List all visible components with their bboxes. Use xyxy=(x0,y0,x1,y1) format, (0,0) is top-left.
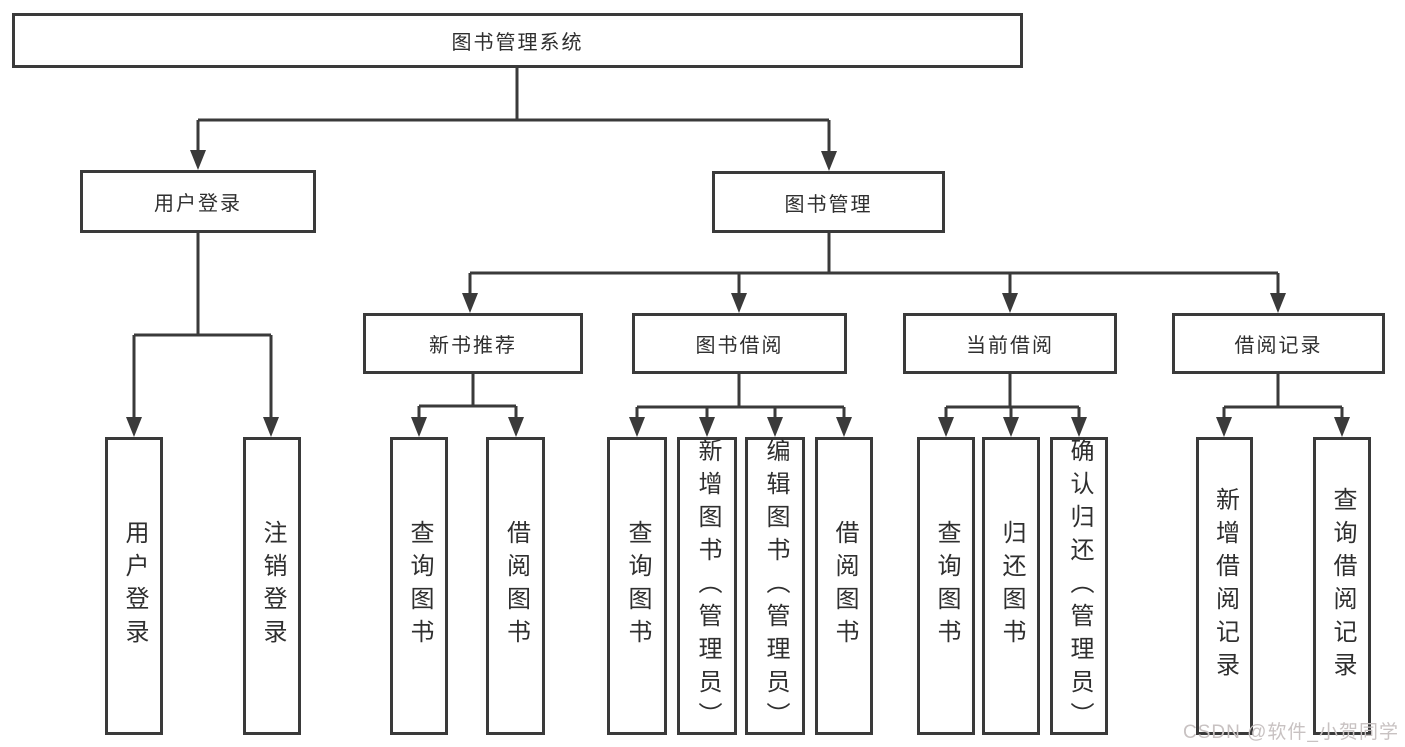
node-current-borrowing-label: 当前借阅 xyxy=(966,335,1054,357)
leaf-query-books-current: 查询图书 xyxy=(917,437,975,735)
leaf-borrow-books: 借阅图书 xyxy=(815,437,873,735)
node-book-borrowing-label: 图书借阅 xyxy=(695,335,784,357)
leaf-borrow-books-recommend-label: 借阅图书 xyxy=(502,520,530,652)
leaf-query-books-borrow-label: 查询图书 xyxy=(624,520,651,652)
leaf-add-books-admin-label: 新增图书（管理员） xyxy=(694,437,721,735)
leaf-add-borrow-record: 新增借阅记录 xyxy=(1196,437,1253,735)
leaf-query-borrow-record: 查询借阅记录 xyxy=(1313,437,1371,735)
node-borrowing-records-label: 借阅记录 xyxy=(1234,335,1323,357)
leaf-edit-books-admin: 编辑图书（管理员） xyxy=(745,437,805,735)
node-new-book-recommend-label: 新书推荐 xyxy=(429,335,517,357)
node-book-management: 图书管理 xyxy=(712,171,945,233)
leaf-confirm-return-admin: 确认归还（管理员） xyxy=(1050,437,1108,735)
node-user-login: 用户登录 xyxy=(80,170,316,233)
watermark: CSDN @软件_小贺同学 xyxy=(1183,722,1399,743)
leaf-user-login-label: 用户登录 xyxy=(121,520,148,652)
leaf-query-books-recommend: 查询图书 xyxy=(390,437,448,735)
node-current-borrowing: 当前借阅 xyxy=(903,313,1117,374)
node-root: 图书管理系统 xyxy=(12,13,1023,68)
leaf-edit-books-admin-label: 编辑图书（管理员） xyxy=(762,437,789,735)
leaf-query-books-current-label: 查询图书 xyxy=(933,520,960,652)
leaf-return-books-label: 归还图书 xyxy=(998,520,1025,652)
leaf-logout: 注销登录 xyxy=(243,437,301,735)
node-new-book-recommend: 新书推荐 xyxy=(363,313,583,374)
leaf-return-books: 归还图书 xyxy=(982,437,1040,735)
node-book-management-label: 图书管理 xyxy=(784,193,873,216)
leaf-add-borrow-record-label: 新增借阅记录 xyxy=(1211,487,1239,685)
leaf-add-books-admin: 新增图书（管理员） xyxy=(677,437,737,735)
leaf-borrow-books-label: 借阅图书 xyxy=(831,520,858,652)
node-user-login-label: 用户登录 xyxy=(154,193,242,215)
leaf-query-books-recommend-label: 查询图书 xyxy=(406,520,433,652)
node-root-label: 图书管理系统 xyxy=(451,32,584,54)
leaf-query-books-borrow: 查询图书 xyxy=(607,437,667,735)
leaf-logout-label: 注销登录 xyxy=(259,520,286,652)
leaf-confirm-return-admin-label: 确认归还（管理员） xyxy=(1066,437,1093,735)
node-borrowing-records: 借阅记录 xyxy=(1172,313,1385,374)
node-book-borrowing: 图书借阅 xyxy=(632,313,847,374)
leaf-user-login: 用户登录 xyxy=(105,437,163,735)
leaf-borrow-books-recommend: 借阅图书 xyxy=(486,437,545,735)
leaf-query-borrow-record-label: 查询借阅记录 xyxy=(1329,487,1356,685)
